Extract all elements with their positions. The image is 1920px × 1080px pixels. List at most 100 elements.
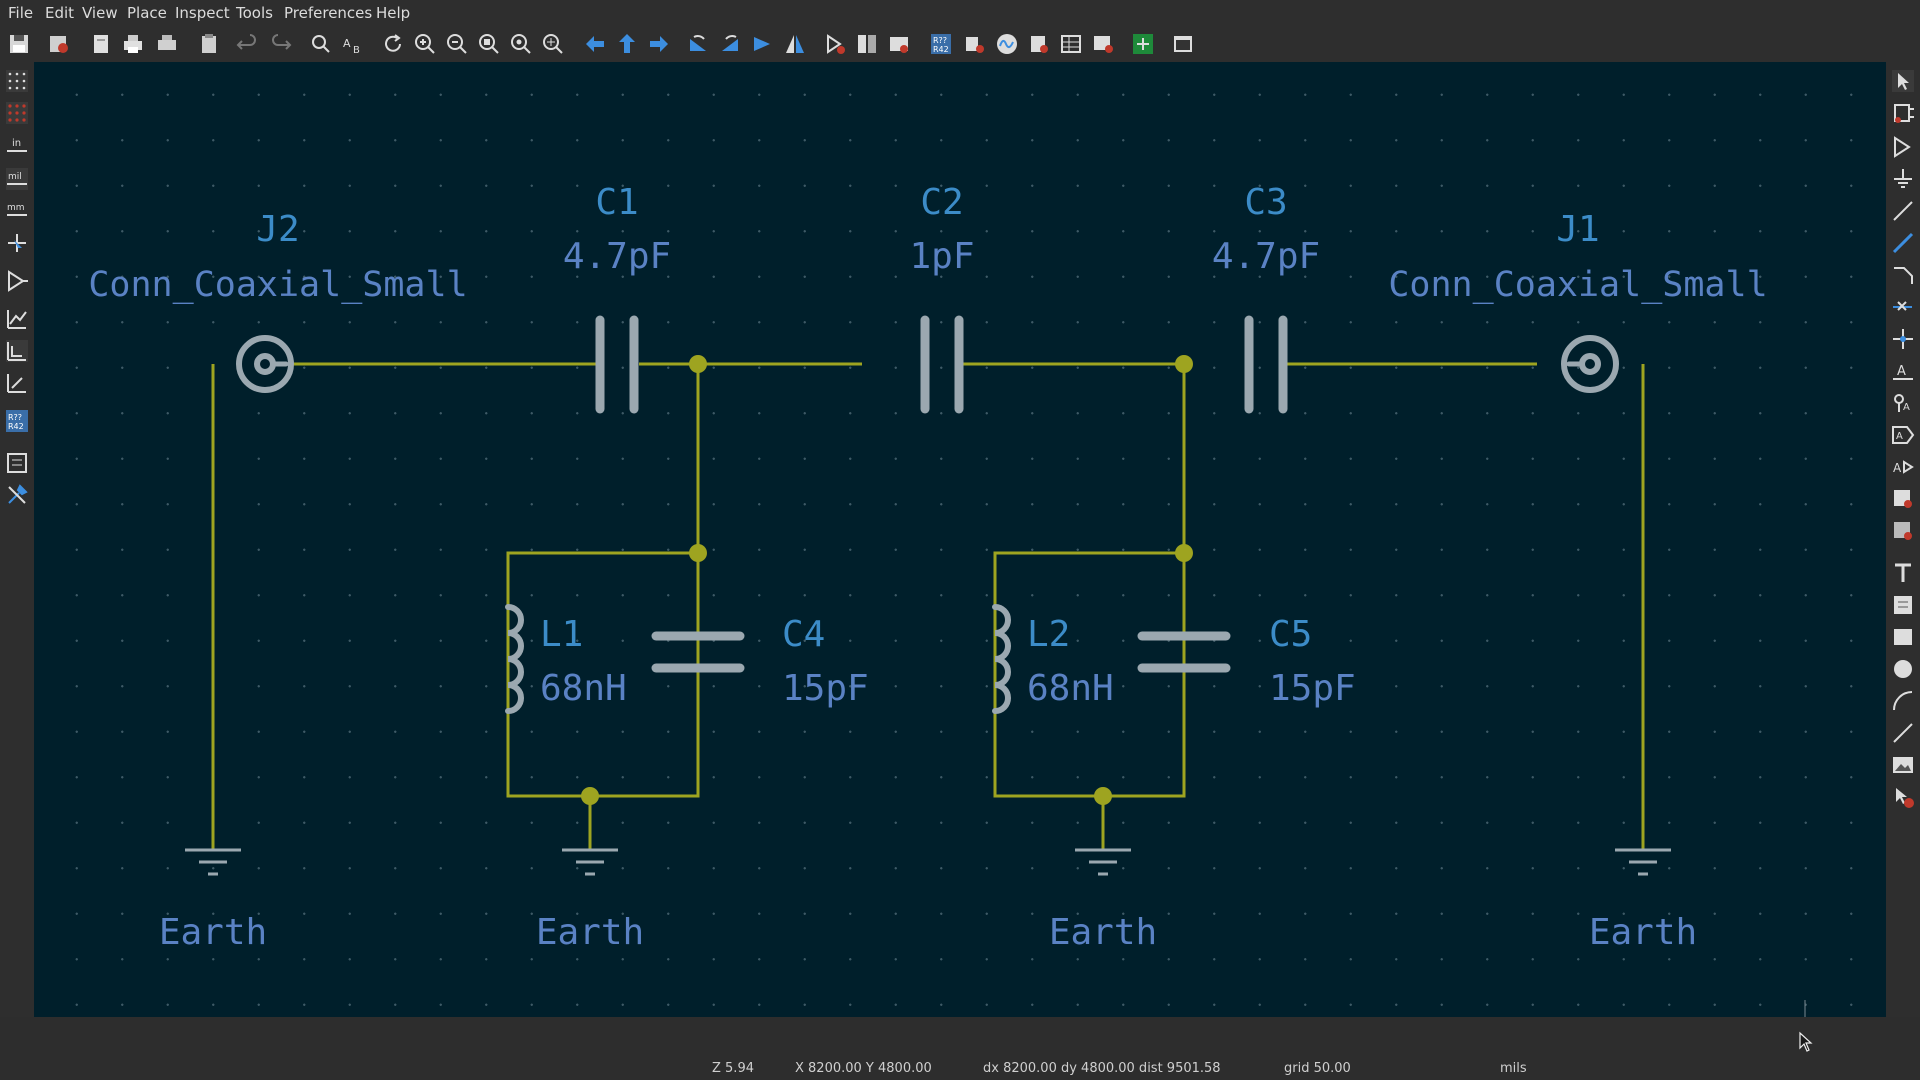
schematic-setup-icon[interactable] (46, 31, 72, 57)
wire (506, 364, 700, 798)
rotate-ccw-icon[interactable] (686, 31, 712, 57)
menu-help[interactable]: Help (376, 4, 411, 22)
redo-icon[interactable] (268, 31, 294, 57)
hierarchical-sheet-icon[interactable] (1890, 486, 1916, 512)
print-icon[interactable] (120, 31, 146, 57)
zoom-out-icon[interactable] (444, 31, 470, 57)
grid-overrides-icon[interactable] (4, 100, 30, 126)
units-mils-icon[interactable]: mil (4, 166, 30, 192)
coax-connector-j1[interactable] (1561, 335, 1619, 393)
plot-icon[interactable] (154, 31, 180, 57)
navigate-back-icon[interactable] (582, 31, 608, 57)
add-arc-icon[interactable] (1890, 688, 1916, 714)
units-mm-icon[interactable]: mm (4, 198, 30, 224)
add-rectangle-icon[interactable] (1890, 624, 1916, 650)
hierarchical-label-icon[interactable]: A (1890, 454, 1916, 480)
cursor-crosshair-icon[interactable] (4, 230, 30, 256)
capacitor-c2[interactable] (920, 315, 964, 414)
coax-connector-j2[interactable] (236, 335, 294, 393)
symbol-browser-icon[interactable] (854, 31, 880, 57)
no-connect-icon[interactable] (1890, 294, 1916, 320)
units-inches-icon[interactable]: in (4, 134, 30, 160)
save-icon[interactable] (6, 31, 32, 57)
paste-icon[interactable] (196, 31, 222, 57)
navigate-forward-icon[interactable] (646, 31, 672, 57)
mirror-vertical-icon[interactable] (750, 31, 776, 57)
netclass-label-icon[interactable]: A (1890, 390, 1916, 416)
menu-edit[interactable]: Edit (45, 4, 75, 22)
svg-text:in: in (12, 138, 21, 149)
value-l1: 68nH (540, 668, 627, 709)
add-bus-icon[interactable] (1890, 230, 1916, 256)
menu-file[interactable]: File (8, 4, 34, 22)
properties-panel-icon[interactable] (4, 482, 30, 508)
ground-icon[interactable] (1890, 166, 1916, 192)
navigate-up-icon[interactable] (614, 31, 640, 57)
line-mode-90-icon[interactable] (4, 338, 30, 364)
inductor-l1[interactable] (505, 604, 524, 714)
global-label-icon[interactable]: A (1890, 422, 1916, 448)
zoom-selection-icon[interactable] (540, 31, 566, 57)
capacitor-c3[interactable] (1244, 315, 1288, 414)
hierarchy-navigator-icon[interactable] (4, 450, 30, 476)
add-textbox-icon[interactable] (1890, 592, 1916, 618)
undo-icon[interactable] (234, 31, 260, 57)
zoom-in-icon[interactable] (412, 31, 438, 57)
add-text-icon[interactable] (1890, 560, 1916, 586)
menu-place[interactable]: Place (127, 4, 167, 22)
mirror-horizontal-icon[interactable] (782, 31, 808, 57)
capacitor-c4[interactable] (651, 631, 745, 673)
line-mode-free-icon[interactable] (4, 306, 30, 332)
svg-text:A: A (343, 37, 351, 50)
field-table-icon[interactable] (1058, 31, 1084, 57)
net-label-icon[interactable]: A (1890, 358, 1916, 384)
junction (1175, 355, 1193, 373)
bom-icon[interactable] (1026, 31, 1052, 57)
sheet-pin-icon[interactable] (1890, 518, 1916, 544)
footprint-assign-icon[interactable] (886, 31, 912, 57)
find-icon[interactable] (308, 31, 334, 57)
hidden-pins-icon[interactable] (4, 268, 30, 294)
menu-bar: File Edit View Place Inspect Tools Prefe… (0, 0, 1920, 26)
zoom-objects-icon[interactable] (508, 31, 534, 57)
page-settings-icon[interactable] (88, 31, 114, 57)
add-image-icon[interactable] (1890, 752, 1916, 778)
delete-tool-icon[interactable] (1890, 784, 1916, 810)
line-mode-45-icon[interactable] (4, 370, 30, 396)
schematic-canvas[interactable]: J2 Conn_Coaxial_Small C1 4.7pF C2 1pF C3… (34, 62, 1886, 1017)
menu-inspect[interactable]: Inspect (175, 4, 230, 22)
refresh-icon[interactable] (380, 31, 406, 57)
erc-icon[interactable] (962, 31, 988, 57)
scripting-console-icon[interactable] (1170, 31, 1196, 57)
svg-text:A: A (1897, 364, 1906, 379)
add-wire-icon[interactable] (1890, 198, 1916, 224)
select-icon[interactable] (1890, 68, 1916, 94)
inductor-l2[interactable] (992, 604, 1011, 714)
grid-toggle-icon[interactable] (4, 68, 30, 94)
add-power-icon[interactable] (1890, 134, 1916, 160)
zoom-fit-icon[interactable] (476, 31, 502, 57)
svg-text:R??: R?? (933, 36, 947, 45)
symbol-editor-icon[interactable] (822, 31, 848, 57)
menu-view[interactable]: View (82, 4, 118, 22)
add-circle-icon[interactable] (1890, 656, 1916, 682)
capacitor-c1[interactable] (595, 315, 639, 414)
status-bar: Z 5.94 X 8200.00 Y 4800.00 dx 8200.00 dy… (0, 1017, 1920, 1080)
menu-preferences[interactable]: Preferences (284, 4, 373, 22)
pcb-editor-icon[interactable] (1130, 31, 1156, 57)
menu-tools[interactable]: Tools (236, 4, 273, 22)
junction-icon[interactable] (1890, 326, 1916, 352)
add-line-icon[interactable] (1890, 720, 1916, 746)
annotate-icon[interactable]: R??R42 (928, 31, 954, 57)
svg-text:mil: mil (8, 172, 22, 182)
junction (689, 355, 707, 373)
netlist-icon[interactable] (1090, 31, 1116, 57)
bus-entry-icon[interactable] (1890, 262, 1916, 288)
add-symbol-icon[interactable] (1890, 100, 1916, 126)
simulator-icon[interactable] (994, 31, 1020, 57)
rotate-cw-icon[interactable] (718, 31, 744, 57)
status-delta: dx 8200.00 dy 4800.00 dist 9501.58 (983, 1061, 1221, 1076)
capacitor-c5[interactable] (1137, 631, 1231, 673)
annotate-toggle-icon[interactable]: R??R42 (4, 408, 30, 434)
